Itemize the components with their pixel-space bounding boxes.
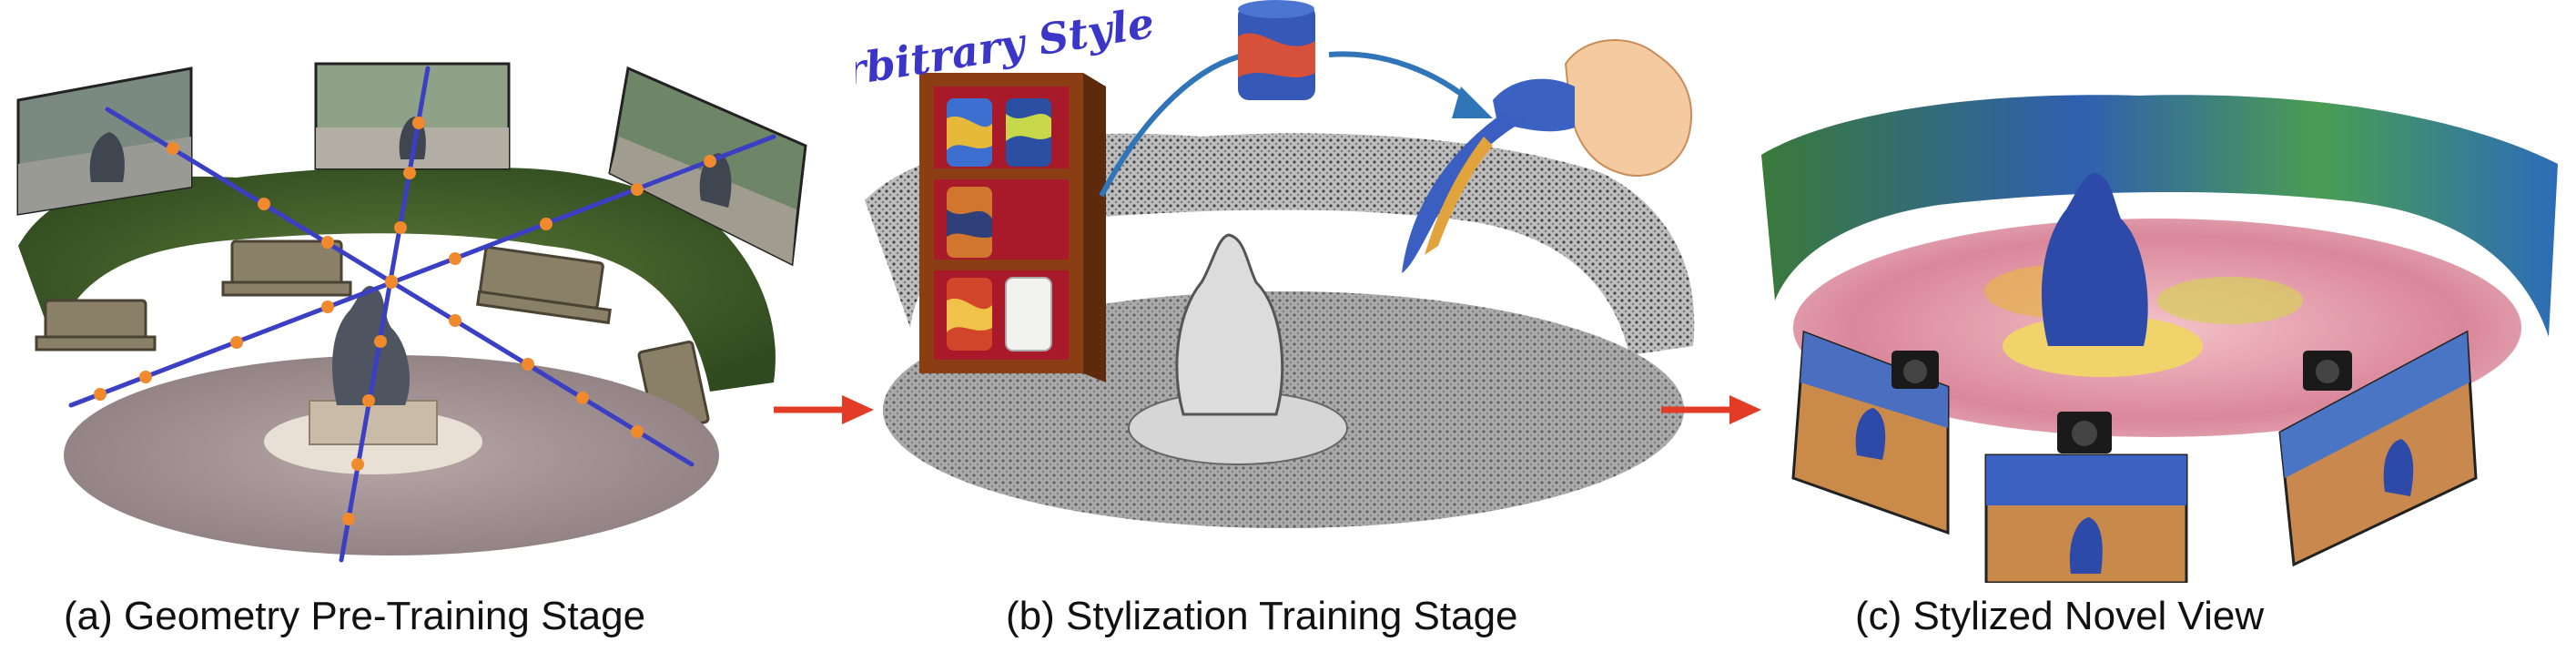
caption-geometry-pretraining: (a) Geometry Pre-Training Stage [64, 594, 646, 638]
caption-stylized-novel-view: (c) Stylized Novel View [1855, 594, 2265, 638]
stage-geometry-pretraining: (a) Geometry Pre-Training Stage [0, 0, 819, 652]
camera-rays [68, 66, 776, 563]
camera-icon [2303, 351, 2352, 391]
stylized-statue [2041, 173, 2148, 346]
camera-icon [2057, 412, 2112, 453]
bench-left [35, 299, 157, 351]
style-cups [947, 98, 1052, 351]
stage-stylization-training: Arbitrary Style (b) Stylization Training… [856, 0, 1748, 652]
camera-icon [1891, 351, 1939, 389]
bench-right [476, 246, 612, 325]
bookshelf-icon [919, 73, 1106, 382]
rendered-view-center [1984, 412, 2188, 583]
hedge [18, 167, 776, 392]
input-view-left [16, 66, 193, 216]
statue [332, 286, 410, 405]
caption-stylization-training: (b) Stylization Training Stage [1006, 594, 1518, 638]
rendered-view-left [1791, 330, 1950, 535]
bench-center [221, 239, 352, 297]
hand-icon [1493, 39, 1693, 178]
mesh-statue [1175, 233, 1284, 416]
paint-cup-icon [1238, 0, 1315, 100]
paint-pour [1402, 114, 1529, 273]
stylization-scene: Arbitrary Style [856, 0, 1695, 528]
stage-stylized-novel-view: (c) Stylized Novel View [1757, 0, 2576, 652]
flow-arrow-a-to-b [769, 392, 878, 428]
ray-sample-points [94, 117, 716, 525]
stylized-scene [1761, 95, 2558, 583]
rendered-view-right [2278, 330, 2478, 567]
pedestal [309, 400, 438, 445]
geometry-scene [16, 62, 807, 563]
stylized-hedge [1761, 95, 2558, 338]
flow-arrow-b-to-c [1657, 392, 1766, 428]
